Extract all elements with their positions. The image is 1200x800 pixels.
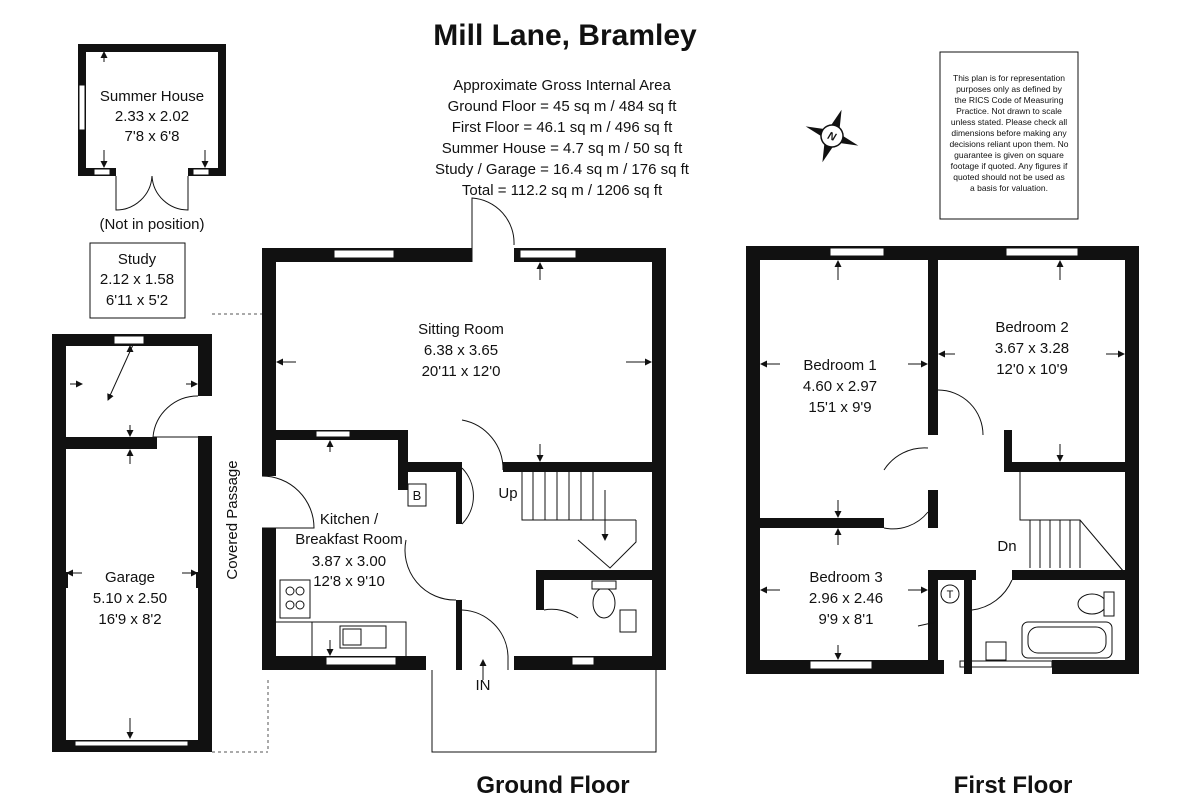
garage-imperial: 16'9 x 8'2 (98, 611, 161, 628)
kitchen-name-2: Breakfast Room (295, 531, 403, 548)
first-floor-label: First Floor (954, 772, 1073, 799)
summer-house-metric: 2.33 x 2.02 (115, 108, 189, 125)
summer-house: Summer House 2.33 x 2.02 7'8 x 6'8 (Not … (78, 44, 226, 233)
summer-house-name: Summer House (100, 88, 204, 105)
disclaimer-line: This plan is for representation (953, 73, 1065, 83)
first-floor: Dn T Bedroom 1 4.60 x 2.97 15'1 x 9'9 Be… (746, 246, 1139, 674)
sitting-room-metric: 6.38 x 3.65 (424, 342, 498, 359)
disclaimer-box: This plan is for representation purposes… (939, 51, 1079, 220)
disclaimer-line: dimensions before making any (951, 128, 1067, 138)
ground-floor: B Up (261, 197, 666, 753)
entrance-label: IN (476, 677, 491, 694)
bedroom2-metric: 3.67 x 3.28 (995, 340, 1069, 357)
compass-icon: N (805, 109, 859, 163)
staircase: Up (498, 472, 637, 569)
page-title: Mill Lane, Bramley (433, 19, 697, 52)
bedroom1-name: Bedroom 1 (803, 357, 876, 374)
study-metric: 2.12 x 1.58 (100, 271, 174, 288)
kitchen-name-1: Kitchen / (320, 511, 379, 528)
disclaimer-line: quoted should not be used as (953, 172, 1065, 182)
bedroom2-name: Bedroom 2 (995, 319, 1068, 336)
covered-passage-label: Covered Passage (224, 460, 241, 579)
kitchen-metric: 3.87 x 3.00 (312, 553, 386, 570)
bedroom1-imperial: 15'1 x 9'9 (808, 399, 871, 416)
staircase: Dn (997, 472, 1125, 573)
study-imperial: 6'11 x 5'2 (106, 292, 168, 309)
disclaimer-line: guarantee is given on square (954, 150, 1064, 160)
area-line: Total = 112.2 sq m / 1206 sq ft (462, 182, 663, 199)
stairs-up-label: Up (498, 485, 517, 502)
area-summary: Approximate Gross Internal Area Ground F… (435, 77, 690, 199)
area-line: Summer House = 4.7 sq m / 50 sq ft (442, 140, 683, 157)
area-line: First Floor = 46.1 sq m / 496 sq ft (452, 119, 673, 136)
study-garage: Study 2.12 x 1.58 6'11 x 5'2 Garage 5.10… (52, 242, 212, 752)
disclaimer-line: decisions reliant upon them. No (949, 139, 1068, 149)
study-name: Study (118, 251, 157, 268)
disclaimer-line: footage if quoted. Any figures if (951, 161, 1068, 171)
bedroom3-metric: 2.96 x 2.46 (809, 590, 883, 607)
bedroom1-metric: 4.60 x 2.97 (803, 378, 877, 395)
ground-floor-label: Ground Floor (476, 772, 629, 799)
bedroom3-name: Bedroom 3 (809, 569, 882, 586)
summer-house-imperial: 7'8 x 6'8 (125, 128, 180, 145)
area-heading: Approximate Gross Internal Area (453, 77, 671, 94)
garage-name: Garage (105, 569, 155, 586)
disclaimer-line: Practice. Not drawn to scale (956, 106, 1062, 116)
tank-marker: T (947, 589, 954, 601)
sitting-room-name: Sitting Room (418, 321, 504, 338)
disclaimer-line: unless stated. Please check all (951, 117, 1067, 127)
covered-passage: Covered Passage (212, 313, 269, 753)
disclaimer-line: purposes only as defined by (956, 84, 1063, 94)
stairs-down-label: Dn (997, 538, 1016, 555)
summer-house-note: (Not in position) (99, 216, 204, 233)
boiler-marker: B (413, 488, 422, 503)
bedroom2-imperial: 12'0 x 10'9 (996, 361, 1068, 378)
bedroom3-imperial: 9'9 x 8'1 (819, 611, 874, 628)
area-line: Study / Garage = 16.4 sq m / 176 sq ft (435, 161, 690, 178)
sitting-room-imperial: 20'11 x 12'0 (422, 363, 501, 380)
garage-metric: 5.10 x 2.50 (93, 590, 167, 607)
area-line: Ground Floor = 45 sq m / 484 sq ft (448, 98, 678, 115)
disclaimer-line: a basis for valuation. (970, 183, 1048, 193)
kitchen-imperial: 12'8 x 9'10 (313, 573, 385, 590)
disclaimer-line: the RICS Code of Measuring (955, 95, 1064, 105)
